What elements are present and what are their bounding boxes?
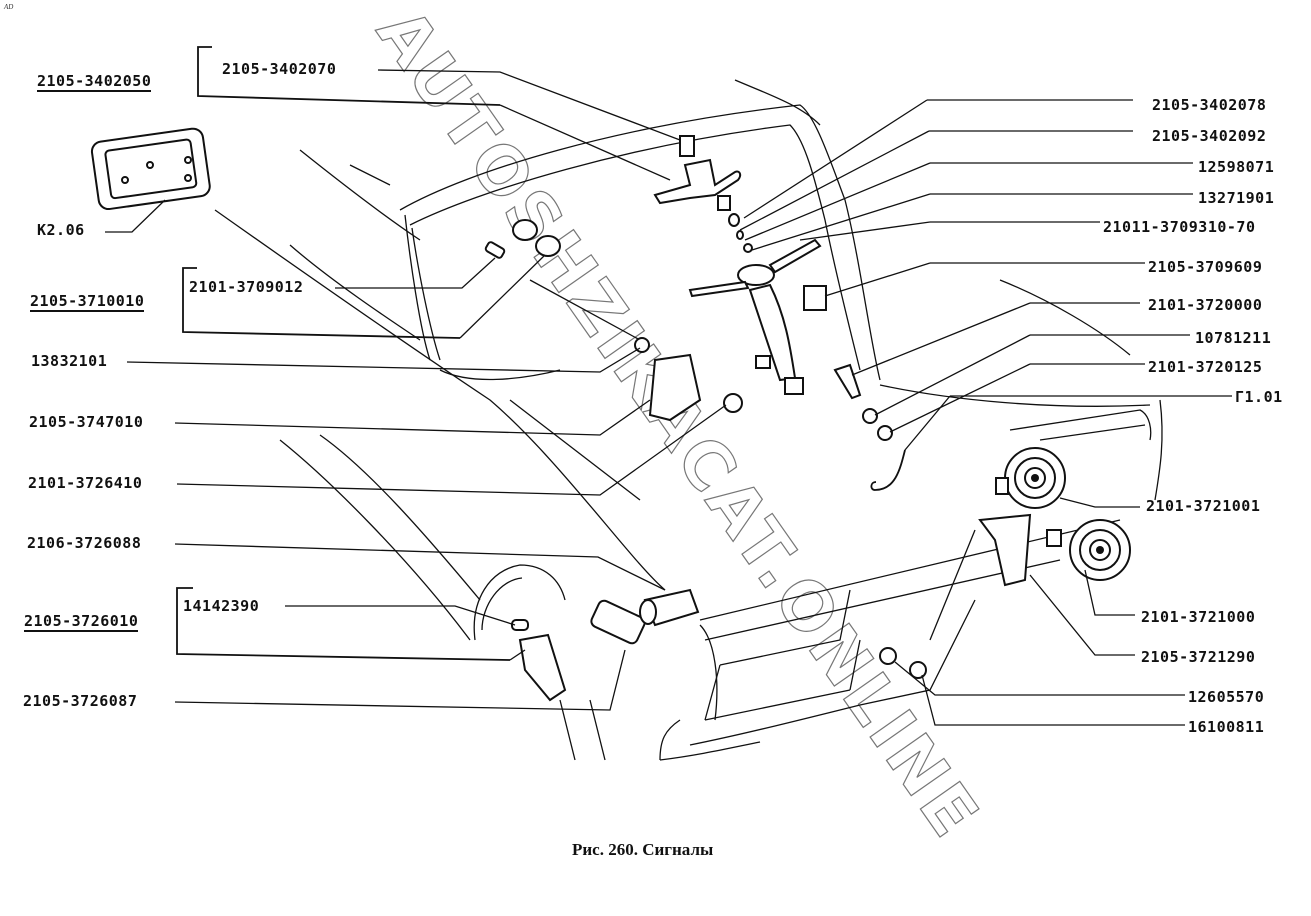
- rear-fender-line2: [319, 434, 481, 601]
- roof-edge: [734, 79, 821, 126]
- part-label[interactable]: K2.06: [37, 221, 85, 239]
- plate-frame-bottom: [704, 689, 851, 721]
- wheel-arch: [473, 564, 566, 641]
- part-label[interactable]: 2105-3709609: [1148, 258, 1263, 276]
- part-label[interactable]: 2105-3726087: [23, 692, 138, 710]
- part-label[interactable]: 2101-3721001: [1146, 497, 1261, 515]
- sill-line: [509, 399, 641, 501]
- spring-wire: [870, 449, 906, 491]
- plate-frame-top: [719, 589, 851, 666]
- column-switch: [688, 195, 827, 395]
- rear-quarter-curve: [699, 624, 718, 721]
- part-label-assembly[interactable]: 2105-3726010: [24, 612, 139, 632]
- group-brackets: [176, 46, 511, 661]
- part-label[interactable]: 14142390: [183, 597, 260, 615]
- bracket-group-1: [197, 46, 501, 106]
- part-label[interactable]: 13832101: [31, 352, 108, 370]
- car-body-outline: [214, 79, 1163, 761]
- lower-rear-panel: [689, 599, 976, 746]
- part-label[interactable]: 2101-3721000: [1141, 608, 1256, 626]
- bottom-left-curve: [659, 719, 681, 761]
- part-label[interactable]: 2101-3726410: [28, 474, 143, 492]
- bracket-group-3: [176, 587, 511, 661]
- part-label[interactable]: 16100811: [1188, 718, 1265, 736]
- horn-bracket: [978, 513, 1032, 587]
- c-pillar-short: [349, 164, 391, 186]
- nut-16100811: [909, 661, 927, 679]
- horn-upper: [995, 447, 1066, 509]
- trunk-lid-line: [999, 279, 1131, 356]
- part-label[interactable]: 21011-3709310-70: [1103, 218, 1256, 236]
- part-label[interactable]: 2105-3747010: [29, 413, 144, 431]
- part-label[interactable]: 12598071: [1198, 158, 1275, 176]
- part-label[interactable]: 13271901: [1198, 189, 1275, 207]
- bracket-group-2: [182, 267, 461, 339]
- leader-lines: [105, 69, 1232, 726]
- tail-panel-line: [1039, 424, 1146, 441]
- part-label[interactable]: Г1.01: [1235, 388, 1283, 406]
- nut-12605570: [879, 647, 897, 665]
- rear-window-frame-outer: [399, 104, 881, 381]
- flasher-relay: [634, 337, 743, 422]
- part-label[interactable]: 10781211: [1195, 329, 1272, 347]
- part-label-assembly[interactable]: 2105-3710010: [30, 292, 145, 312]
- c-pillar-line: [299, 149, 421, 241]
- trunk-top-line: [879, 384, 1151, 407]
- panel-slope: [929, 529, 976, 641]
- bottom-edge: [659, 741, 761, 761]
- part-label[interactable]: 2106-3726088: [27, 534, 142, 552]
- side-marker: [511, 588, 700, 702]
- side-body-line: [214, 209, 666, 591]
- belt-line: [289, 244, 421, 341]
- parts: [90, 127, 1131, 702]
- corner-mark: AD: [4, 3, 14, 11]
- wheel-arch-inner: [481, 577, 523, 631]
- rear-window-frame-inner: [409, 124, 861, 371]
- part-label[interactable]: 12605570: [1188, 688, 1265, 706]
- tail-panel-upper: [1009, 409, 1152, 441]
- horn-fasteners: [833, 363, 906, 491]
- figure-caption: Рис. 260. Сигналы: [572, 840, 714, 859]
- part-label[interactable]: 2101-3709012: [189, 278, 304, 296]
- trunk-right-edge: [1154, 399, 1163, 501]
- part-label[interactable]: 2105-3402078: [1152, 96, 1267, 114]
- switch-bracket: [653, 135, 742, 205]
- part-label-assembly[interactable]: 2105-3402050: [37, 72, 152, 92]
- part-label[interactable]: 2101-3720125: [1148, 358, 1263, 376]
- part-label[interactable]: 2105-3721290: [1141, 648, 1256, 666]
- plate-frame-right: [849, 639, 861, 691]
- glass-line: [529, 279, 641, 341]
- part-label[interactable]: 2105-3402070: [222, 60, 337, 78]
- lamp-socket: [484, 219, 561, 259]
- horn-lower: [1046, 519, 1131, 581]
- rear-fender-line1: [279, 439, 471, 641]
- part-label[interactable]: 2101-3720000: [1148, 296, 1263, 314]
- plate-frame-left: [704, 664, 721, 721]
- part-label[interactable]: 2105-3402092: [1152, 127, 1267, 145]
- bumper-line2: [704, 559, 1061, 641]
- interior-lamp: [90, 127, 211, 211]
- window-left-edge-inner: [411, 227, 441, 361]
